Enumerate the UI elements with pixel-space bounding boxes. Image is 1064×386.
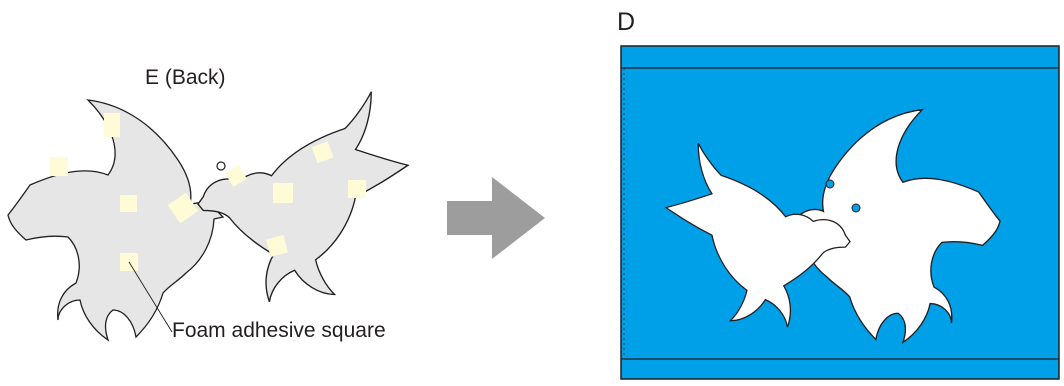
foam-square <box>311 141 334 164</box>
foam-square <box>348 180 366 198</box>
foam-square <box>225 165 247 187</box>
callout-leader-line <box>128 261 173 333</box>
foam-squares <box>50 113 366 271</box>
dove-pair-back <box>7 91 409 341</box>
dove-eye <box>216 161 226 171</box>
foam-square <box>120 195 137 212</box>
foam-adhesive-callout: Foam adhesive square <box>172 319 386 342</box>
card-front <box>620 45 1060 380</box>
right-arrow-icon <box>447 177 545 259</box>
panel-d-label: D <box>617 8 636 36</box>
foam-square <box>50 157 68 176</box>
dove-pair-front <box>665 108 1001 344</box>
foam-square <box>265 234 289 258</box>
panel-e-label: E (Back) <box>145 66 226 89</box>
foam-square <box>273 183 293 203</box>
dove-eye-blue <box>825 179 835 189</box>
foam-square <box>167 192 199 224</box>
foam-square <box>104 113 120 137</box>
dove-eye-blue <box>851 203 861 213</box>
